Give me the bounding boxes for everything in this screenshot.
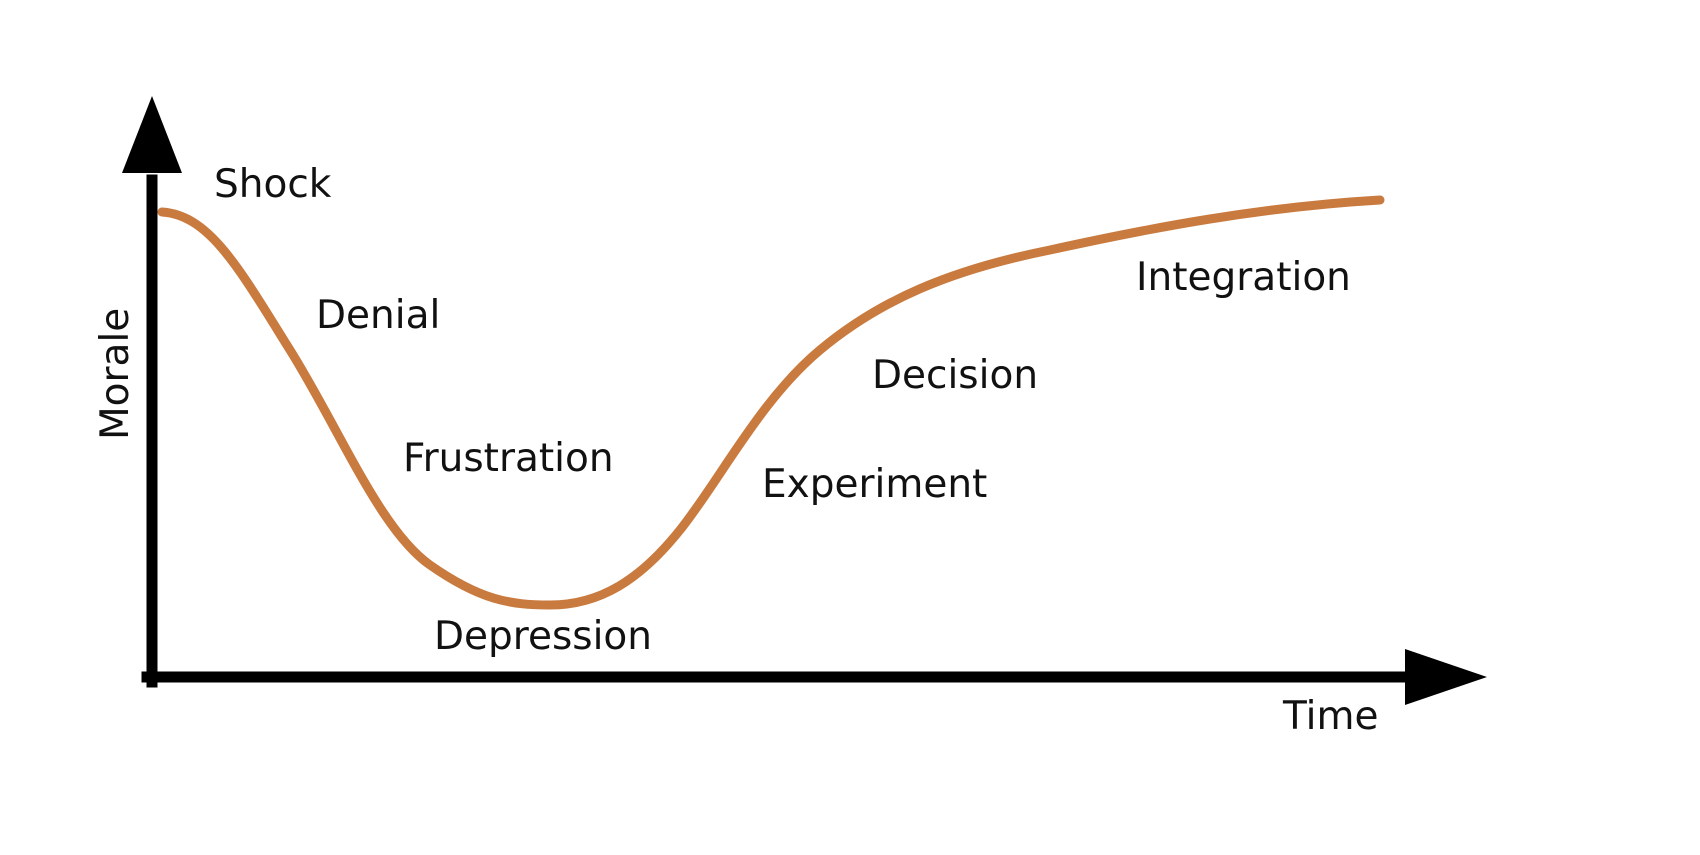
y-axis-label: Morale bbox=[93, 308, 138, 440]
stage-label-decision: Decision bbox=[872, 353, 1038, 398]
stage-label-denial: Denial bbox=[316, 293, 440, 338]
stage-label-shock: Shock bbox=[214, 162, 332, 207]
stage-label-frustration: Frustration bbox=[403, 436, 614, 481]
stage-label-depression: Depression bbox=[434, 614, 652, 659]
x-axis-label: Time bbox=[1282, 694, 1378, 739]
y-axis-arrow-icon bbox=[122, 96, 182, 173]
morale-curve bbox=[157, 195, 1385, 610]
stage-label-experiment: Experiment bbox=[762, 462, 987, 507]
stage-label-integration: Integration bbox=[1136, 255, 1351, 300]
x-axis-arrow-icon bbox=[1405, 649, 1487, 705]
